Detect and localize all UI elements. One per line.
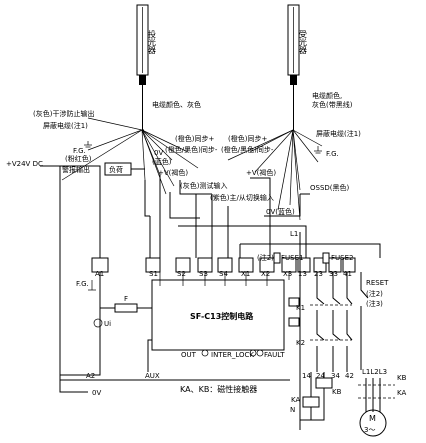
reset-note3: (注3) [366,299,383,308]
terminal-24: 24 [316,372,325,380]
vplus-left-label: +V(褐色) [158,168,188,177]
motor-phase-label: 3～ [364,426,375,434]
controller-box [151,279,285,351]
terminal-13: 13 [298,270,307,278]
fuse2-symbol [322,252,330,264]
emitter-connector [139,75,146,85]
controller-internal-lines [159,272,300,327]
kb-label-top: KB [397,374,407,382]
controller-bottom-terminals: A2 AUX 14 24 34 42 [86,372,354,380]
l1-label: L1 [290,230,298,238]
receiver-ground-symbol [314,146,322,154]
terminal-x1: X1 [241,270,250,278]
controller-unit: SF-C13控制电路 A1 S1 S2 S3 S4 X1 X2 X3 13 23… [86,257,356,380]
vplus-right-label: +V(褐色) [246,168,276,177]
out-led-icon [201,349,209,357]
ossd-label: OSSD(黑色) [310,183,350,192]
receiver-sensor: 受光器 [287,4,308,130]
ka-coil-label: KA [291,396,300,404]
ui-led-icon [93,318,103,328]
k1-label: K1 [296,304,305,312]
left-supply: F.G. F Ui 0V [59,272,152,397]
controller-title: SF-C13控制电路 [190,311,254,321]
emitter-0v: 0V [154,149,163,157]
sync-label-2: (橙色)同步+ [228,134,267,143]
receiver-fg: F.G. [326,150,339,158]
k2-label: K2 [296,339,305,347]
fault-label: FAULT [264,351,285,359]
ka-label-top: KA [397,389,406,397]
receiver-cable-color-2: 灰色(带黑线) [312,100,353,109]
ui-label: Ui [104,320,111,328]
terminal-23: 23 [314,270,323,278]
out-label: OUT [181,351,197,359]
v0-blue-label: 0V(蓝色) [266,207,295,216]
controller-0v: 0V [92,389,101,397]
terminal-34: 34 [331,372,340,380]
emitter-wires [61,117,199,195]
power-supply-label: +V24V DC [6,160,43,168]
fuse-f-label: F [124,295,128,303]
emitter-fg: F.G. [73,147,86,155]
reset-note2: (注2) [366,289,383,298]
ka-coil [302,396,320,408]
motor-icon [359,409,387,437]
emitter-sensor: 投光器 [136,4,157,131]
receiver-wires [227,129,323,221]
n-label: N [290,406,295,414]
sync-label-3: (橙色/黑色)同步- [165,145,218,154]
receiver-connector [290,75,297,85]
emitter-ground-symbol [84,141,92,148]
terminal-42: 42 [345,372,354,380]
alarm-output-label: 警报输出 [62,165,90,174]
emitter-shield-note: 屏蔽电缆(注1) [43,121,88,130]
interlock-label: INTER_LOCK [211,351,254,359]
fuse1-label: FUSE1 [281,254,303,262]
power-section: L1 N (注2) FUSE1 FUSE2 RESET (注2) (注3) K1… [180,230,407,437]
fuse-f [114,303,138,313]
alarm-color-label: (粉红色) [65,154,92,163]
terminal-x3: X3 [283,270,292,278]
terminal-aux: AUX [145,372,160,380]
terminal-s4: S4 [219,270,228,278]
terminal-14: 14 [302,372,311,380]
kb-coil [315,377,333,389]
fuse1-symbol [273,252,281,264]
terminal-x2: X2 [261,270,270,278]
fault-led-icon [256,349,264,357]
terminal-s3: S3 [199,270,208,278]
receiver-cable-color-1: 电缆颜色, [312,91,342,100]
reset-label: RESET [366,279,389,287]
emitter-label: 投光器 [148,29,157,55]
motor-label: M [369,414,376,423]
interference-output-label: (灰色)干涉防止输出 [33,109,94,118]
controller-fg: F.G. [76,280,89,288]
interlock-led-icon [249,349,257,357]
load-label: 负荷 [109,165,123,174]
note2-label: (注2) [257,253,274,262]
sync-label-4: (橙色/黑色)同步- [221,145,274,154]
sync-label-1: (橙色)同步+ [175,134,214,143]
fuse2-label: FUSE2 [331,254,353,262]
terminal-s1: S1 [149,270,158,278]
emitter-cable-color: 电缆颜色、灰色 [152,100,201,109]
master-slave-label: (紫色)主/从切换输入 [210,193,274,202]
test-input-label: (灰色)测试输入 [180,181,227,190]
terminal-a2: A2 [86,372,95,380]
controller-top-terminals: A1 S1 S2 S3 S4 X1 X2 X3 13 23 33 41 [91,257,356,278]
receiver-shield-note: 屏蔽电缆(注1) [316,129,361,138]
kb-coil-label: KB [332,388,342,396]
receiver-label: 受光器 [299,29,308,55]
terminal-s2: S2 [177,270,186,278]
aux-bus [60,372,301,381]
emitter-0v-color: (蓝色) [152,157,172,166]
contactor-caption: KA、KB：磁性接触器 [180,384,257,394]
l1l2l3-label: L1L2L3 [362,368,387,376]
